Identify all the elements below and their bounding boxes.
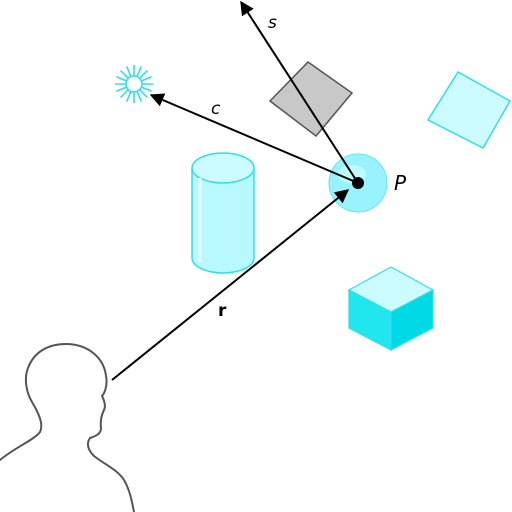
sun-burst-icon — [115, 65, 153, 103]
gray-occluder-square — [268, 61, 354, 138]
cyan-cube — [347, 266, 435, 351]
point-p-dot — [352, 177, 364, 189]
label-c: c — [211, 99, 221, 119]
cyan-tilted-square — [426, 70, 512, 149]
person-silhouette-icon — [0, 343, 135, 512]
ray-r-arrow — [111, 189, 350, 381]
ray-c-arrow — [149, 93, 359, 184]
label-r: r — [218, 301, 227, 321]
cyan-cylinder — [191, 152, 255, 274]
label-p: P — [394, 171, 407, 195]
label-s: s — [268, 13, 277, 33]
ray-s-arrow — [240, 0, 359, 184]
